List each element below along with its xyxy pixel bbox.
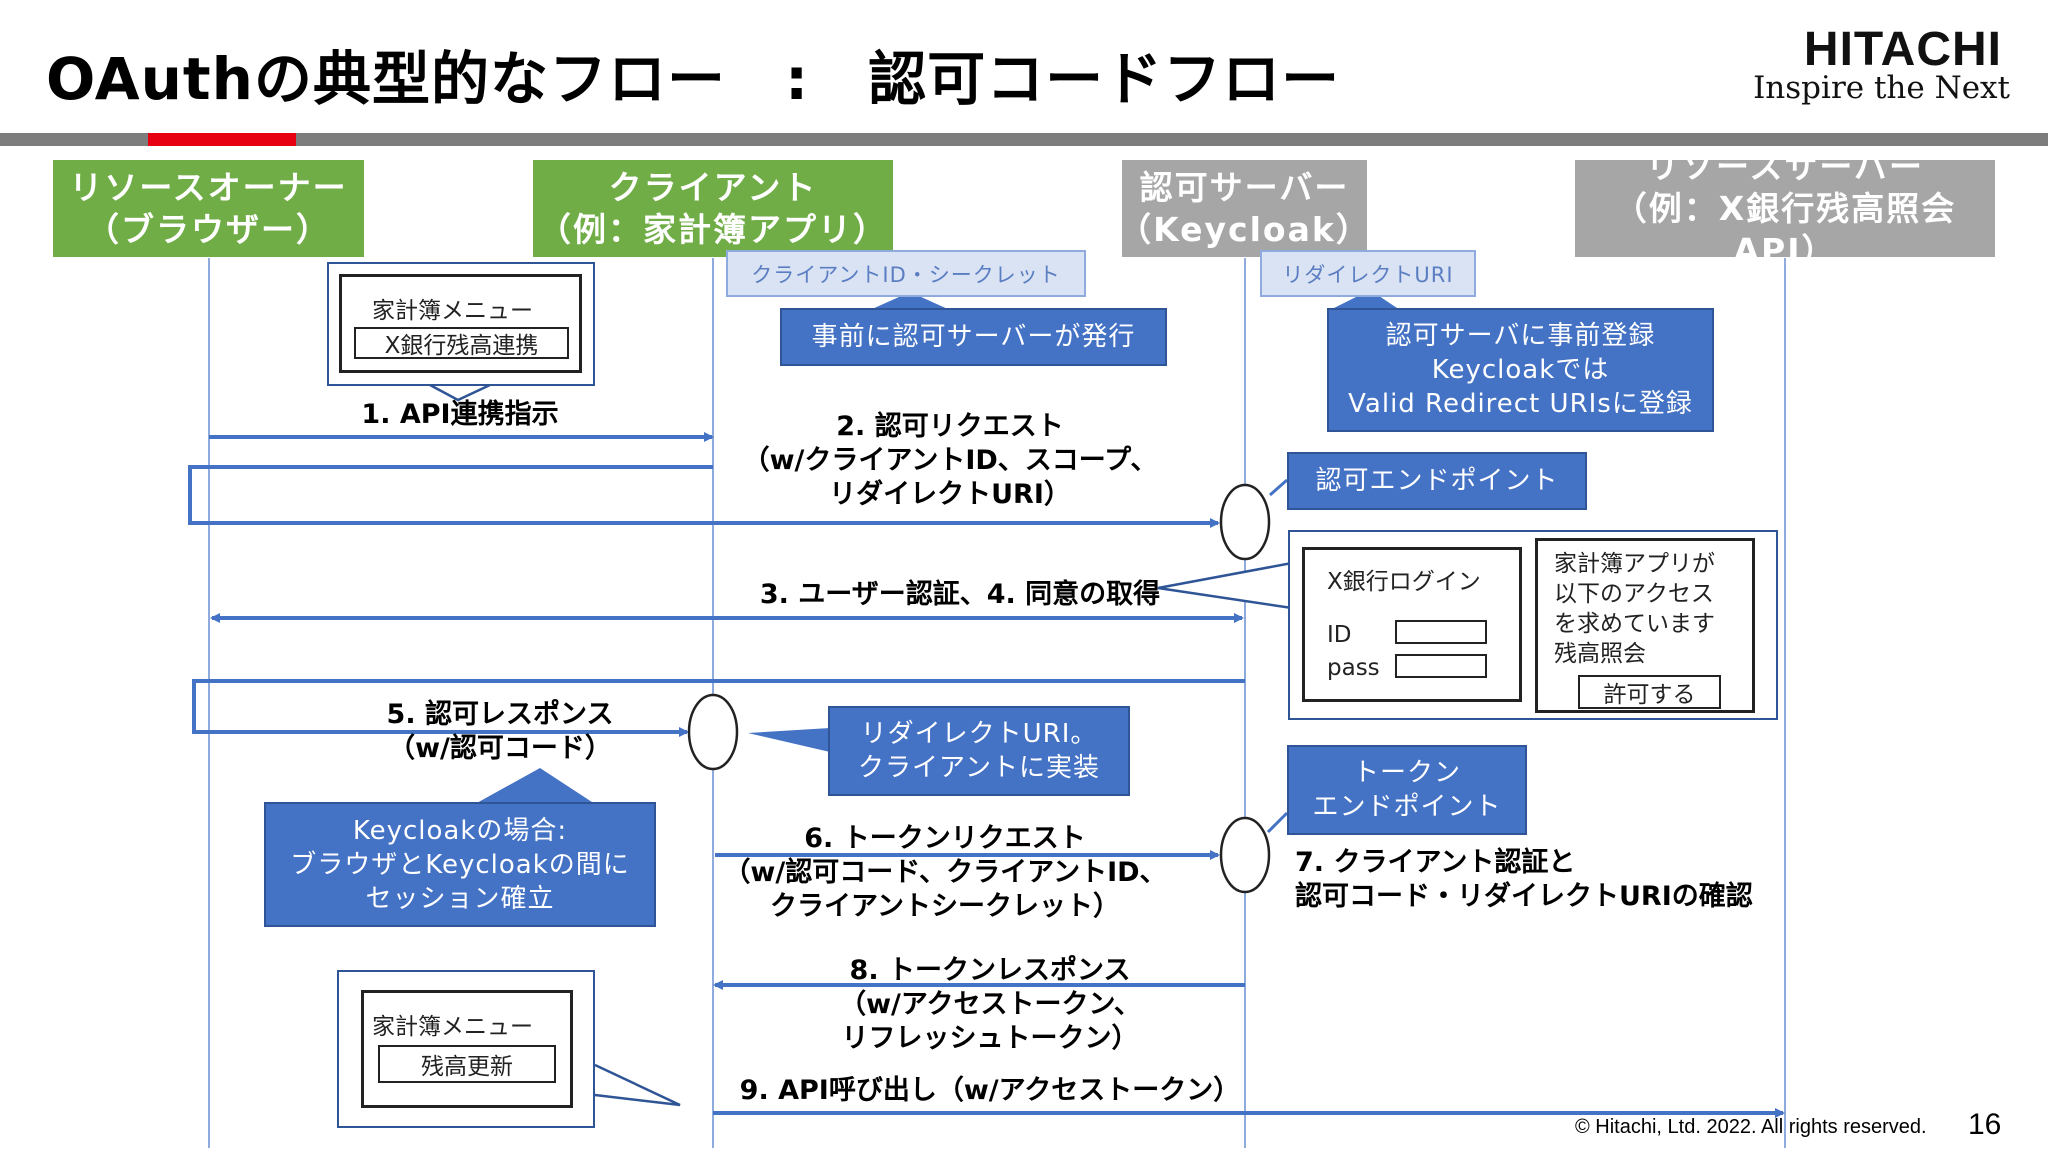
message-6: 6. トークンリクエスト（w/認可コード、クライアントID、クライアントシークレ… — [723, 823, 1167, 922]
actor-resource-owner: リソースオーナー（ブラウザー） — [53, 160, 364, 257]
note-session: Keycloakの場合:ブラウザとKeycloakの間にセッション確立 — [264, 802, 656, 927]
header-rule-accent — [148, 133, 296, 146]
header-rule — [0, 133, 2048, 146]
client-id-secret-tag: クライアントID・シークレット — [726, 250, 1086, 297]
auth-endpoint-circle — [1219, 483, 1271, 561]
note-redirect-impl: リダイレクトURI。クライアントに実装 — [828, 706, 1130, 796]
pointer-redirect-impl — [748, 728, 830, 752]
balance-refresh-button[interactable]: 残高更新 — [378, 1045, 556, 1083]
login-id-input[interactable] — [1395, 620, 1487, 644]
message-34: 3. ユーザー認証、4. 同意の取得 — [759, 579, 1161, 610]
consent-screen: 家計簿アプリが以下のアクセスを求めています残高照会 許可する — [1535, 538, 1755, 713]
message-5: 5. 認可レスポンス（w/認可コード） — [386, 699, 614, 764]
pointer-token-endpoint — [1266, 811, 1289, 834]
tail-menu1 — [429, 383, 491, 402]
message-9: 9. API呼び出し（w/アクセストークン） — [739, 1075, 1241, 1106]
pointer-session — [475, 768, 595, 804]
tail-menu2 — [594, 1063, 681, 1107]
menu-title-2: 家計簿メニュー — [372, 1014, 533, 1040]
copyright: © Hitachi, Ltd. 2022. All rights reserve… — [1575, 1116, 1927, 1138]
redirect-uri-tag: リダイレクトURI — [1260, 250, 1476, 297]
mockup-login-consent: X銀行ログイン ID pass 家計簿アプリが以下のアクセスを求めています残高照… — [1288, 530, 1778, 720]
page-number: 16 — [1968, 1108, 2002, 1141]
page-title: OAuthの典型的なフロー : 認可コードフロー — [46, 45, 1341, 113]
bank-link-button[interactable]: X銀行残高連携 — [354, 327, 569, 359]
login-screen: X銀行ログイン ID pass — [1302, 547, 1522, 702]
note-issued: 事前に認可サーバーが発行 — [780, 308, 1167, 366]
message-2: 2. 認可リクエスト（w/クライアントID、スコープ、リダイレクトURI） — [742, 411, 1158, 510]
allow-button[interactable]: 許可する — [1578, 675, 1721, 709]
arrow-2 — [188, 465, 1220, 528]
redirect-uri-circle — [687, 693, 739, 771]
pointer-auth-endpoint — [1269, 478, 1288, 497]
login-id-label: ID — [1327, 622, 1352, 648]
consent-text: 家計簿アプリが以下のアクセスを求めています残高照会 — [1554, 551, 1715, 667]
login-title: X銀行ログイン — [1327, 569, 1481, 595]
pointer-preregister — [1330, 290, 1400, 310]
menu-title: 家計簿メニュー — [372, 298, 533, 324]
actor-auth-server: 認可サーバー（Keycloak） — [1118, 160, 1369, 257]
hitachi-tagline: Inspire the Next — [1753, 70, 2010, 106]
mockup-menu-refresh: 家計簿メニュー 残高更新 — [337, 970, 595, 1128]
mockup-menu-link: 家計簿メニュー X銀行残高連携 — [327, 262, 595, 386]
hitachi-logo: HITACHI — [1803, 23, 2002, 76]
message-1: 1. API連携指示 — [361, 399, 559, 430]
pointer-issued — [870, 292, 950, 310]
note-token-endpoint: トークンエンドポイント — [1287, 745, 1527, 835]
arrow-5 — [192, 679, 1245, 737]
login-pass-label: pass — [1327, 655, 1380, 681]
message-8: 8. トークンレスポンス（w/アクセストークン、リフレッシュトークン） — [839, 955, 1141, 1054]
login-pass-input[interactable] — [1395, 654, 1487, 678]
tail-consent — [1157, 561, 1293, 610]
token-endpoint-circle — [1219, 816, 1271, 894]
actor-resource-server: リソースサーバー（例：X銀行残高照会API） — [1575, 147, 1995, 270]
note-auth-endpoint: 認可エンドポイント — [1287, 452, 1587, 510]
message-7: 7. クライアント認証と認可コード・リダイレクトURIの確認 — [1295, 847, 1753, 912]
actor-client: クライアント（例：家計簿アプリ） — [533, 160, 893, 257]
